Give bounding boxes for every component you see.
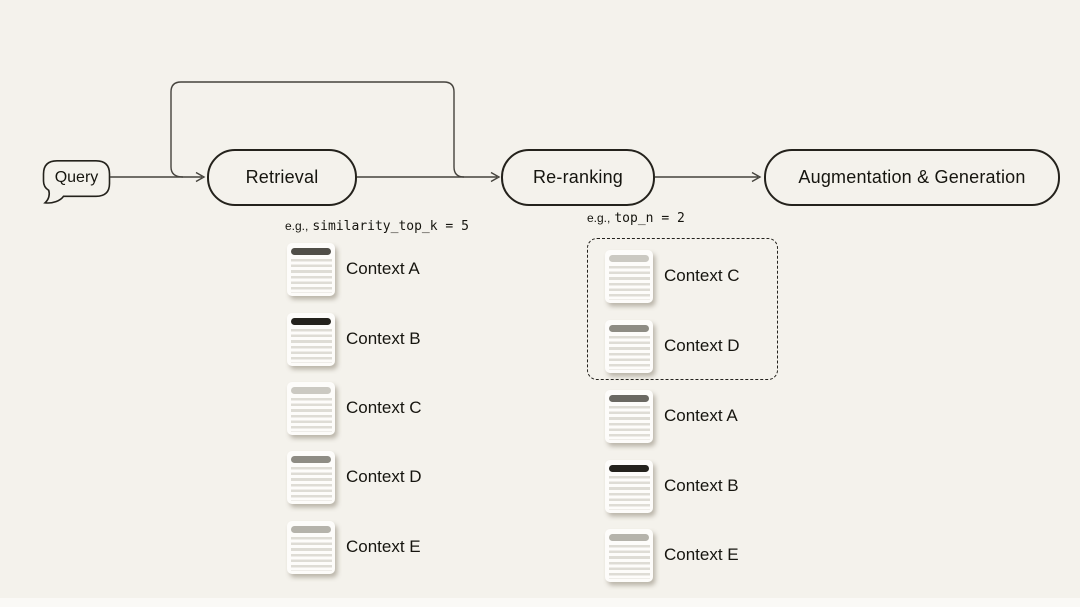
document-title-bar — [291, 525, 331, 533]
document-text-lines — [290, 258, 332, 293]
context-label: Context B — [346, 329, 421, 348]
top-n-selection-box — [587, 238, 778, 380]
bottom-edge-strip — [0, 598, 1080, 607]
document-text-lines — [290, 328, 332, 363]
document-icon — [287, 381, 335, 435]
document-icon — [605, 459, 653, 513]
document-title-bar — [609, 254, 649, 262]
list-item-retrieved-context-a: Context A — [287, 242, 420, 296]
document-title-bar — [291, 247, 331, 255]
stage-label-retrieval: Retrieval — [245, 167, 319, 187]
arrowhead-augmentation — [751, 171, 762, 183]
stage-label-reranking: Re-ranking — [532, 167, 624, 187]
document-text-lines — [608, 405, 650, 440]
document-icon — [605, 528, 653, 582]
query-label: Query — [54, 169, 99, 186]
document-text-lines — [608, 265, 650, 300]
stage-box-reranking: Re-ranking — [501, 149, 655, 206]
caption-code: similarity_top_k = 5 — [312, 219, 469, 234]
document-icon — [287, 242, 335, 296]
list-item-reranked-context-d: Context D — [605, 319, 740, 373]
document-icon — [605, 249, 653, 303]
context-label: Context B — [664, 476, 739, 495]
document-title-bar — [291, 386, 331, 394]
list-item-reranked-context-a: Context A — [605, 389, 738, 443]
stage-label-augmentation: Augmentation & Generation — [798, 167, 1026, 187]
context-label: Context A — [346, 259, 420, 278]
context-label: Context D — [664, 336, 740, 355]
caption-top-n: e.g.,top_n = 2 — [587, 209, 685, 227]
document-text-lines — [290, 397, 332, 432]
document-text-lines — [608, 544, 650, 579]
list-item-retrieved-context-b: Context B — [287, 312, 421, 366]
document-icon — [287, 450, 335, 504]
list-item-reranked-context-c: Context C — [605, 249, 740, 303]
context-label: Context C — [346, 398, 422, 417]
list-item-retrieved-context-d: Context D — [287, 450, 422, 504]
query-bubble — [42, 160, 111, 204]
stage-box-retrieval: Retrieval — [207, 149, 357, 206]
document-title-bar — [291, 317, 331, 325]
stage-box-augmentation: Augmentation & Generation — [764, 149, 1060, 206]
list-item-retrieved-context-e: Context E — [287, 520, 421, 574]
document-text-lines — [290, 466, 332, 501]
context-label: Context D — [346, 467, 422, 486]
caption-similarity-top-k: e.g.,similarity_top_k = 5 — [285, 217, 469, 235]
arrowhead-retrieval — [195, 171, 206, 183]
document-title-bar — [609, 394, 649, 402]
caption-prefix: e.g., — [587, 211, 611, 225]
caption-code: top_n = 2 — [614, 211, 685, 226]
document-icon — [287, 520, 335, 574]
context-label: Context E — [346, 537, 421, 556]
list-item-reranked-context-e: Context E — [605, 528, 739, 582]
document-icon — [287, 312, 335, 366]
context-label: Context C — [664, 266, 740, 285]
bypass-wire-query-to-reranking — [170, 81, 465, 178]
context-label: Context A — [664, 406, 738, 425]
document-text-lines — [290, 536, 332, 571]
document-title-bar — [609, 464, 649, 472]
document-title-bar — [609, 324, 649, 332]
caption-prefix: e.g., — [285, 219, 309, 233]
document-text-lines — [608, 335, 650, 370]
context-label: Context E — [664, 545, 739, 564]
arrowhead-reranking — [490, 171, 501, 183]
document-text-lines — [608, 475, 650, 510]
document-icon — [605, 319, 653, 373]
list-item-retrieved-context-c: Context C — [287, 381, 422, 435]
document-icon — [605, 389, 653, 443]
document-title-bar — [291, 455, 331, 463]
document-title-bar — [609, 533, 649, 541]
list-item-reranked-context-b: Context B — [605, 459, 739, 513]
